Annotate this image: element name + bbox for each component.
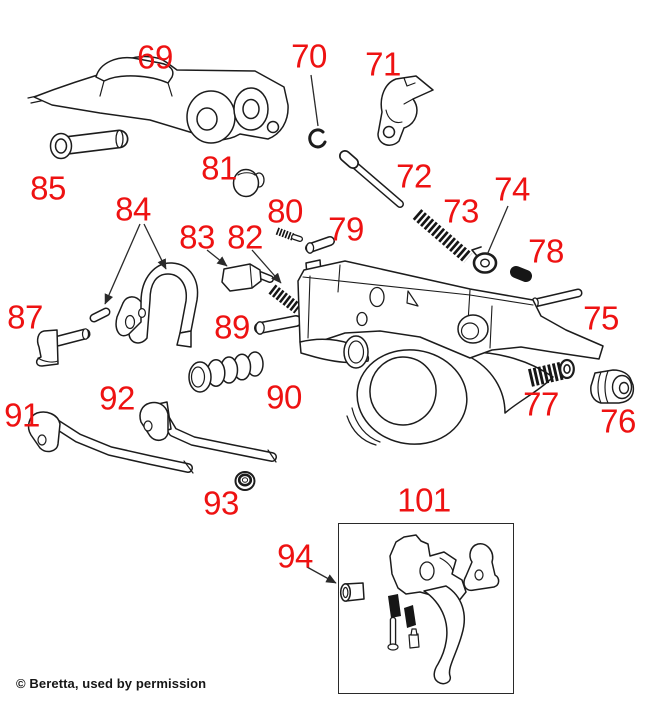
part-89-drawing (254, 315, 302, 335)
leader-line-70 (310, 74, 319, 127)
part-91-drawing (27, 411, 194, 474)
part-79-drawing (305, 236, 335, 254)
part-81-drawing (232, 168, 265, 198)
leader-line-84 (143, 223, 167, 270)
part-94-drawing (339, 582, 365, 602)
part-74-drawing (471, 246, 498, 274)
leader-line-84 (104, 223, 141, 305)
copyright-credit: © Beretta, used by permission (16, 676, 207, 691)
part-77-drawing (527, 358, 575, 387)
part-82-drawing (268, 284, 302, 314)
part-80-drawing (275, 227, 303, 242)
part-92-drawing (139, 401, 277, 463)
part-70-drawing (308, 128, 327, 149)
inset-101-assembly-drawing (387, 534, 500, 685)
leader-line-83 (206, 249, 228, 267)
part-93-drawing (234, 471, 256, 491)
part-84-drawing (89, 262, 199, 348)
part-85-drawing (49, 129, 129, 160)
part-73-drawing (412, 209, 473, 263)
part-87-drawing (35, 328, 91, 367)
leader-line-74 (486, 205, 509, 256)
leader-line-82 (251, 249, 282, 284)
part-90-drawing (188, 351, 264, 393)
part-78-drawing (510, 266, 532, 282)
part-76-drawing (590, 369, 635, 404)
part-72-drawing (339, 150, 404, 208)
part-69-drawing (27, 55, 289, 144)
part-71-drawing (377, 75, 434, 146)
receiver-housing-drawing (297, 259, 604, 446)
leader-line-94 (306, 566, 337, 584)
part-83-drawing (221, 263, 274, 292)
